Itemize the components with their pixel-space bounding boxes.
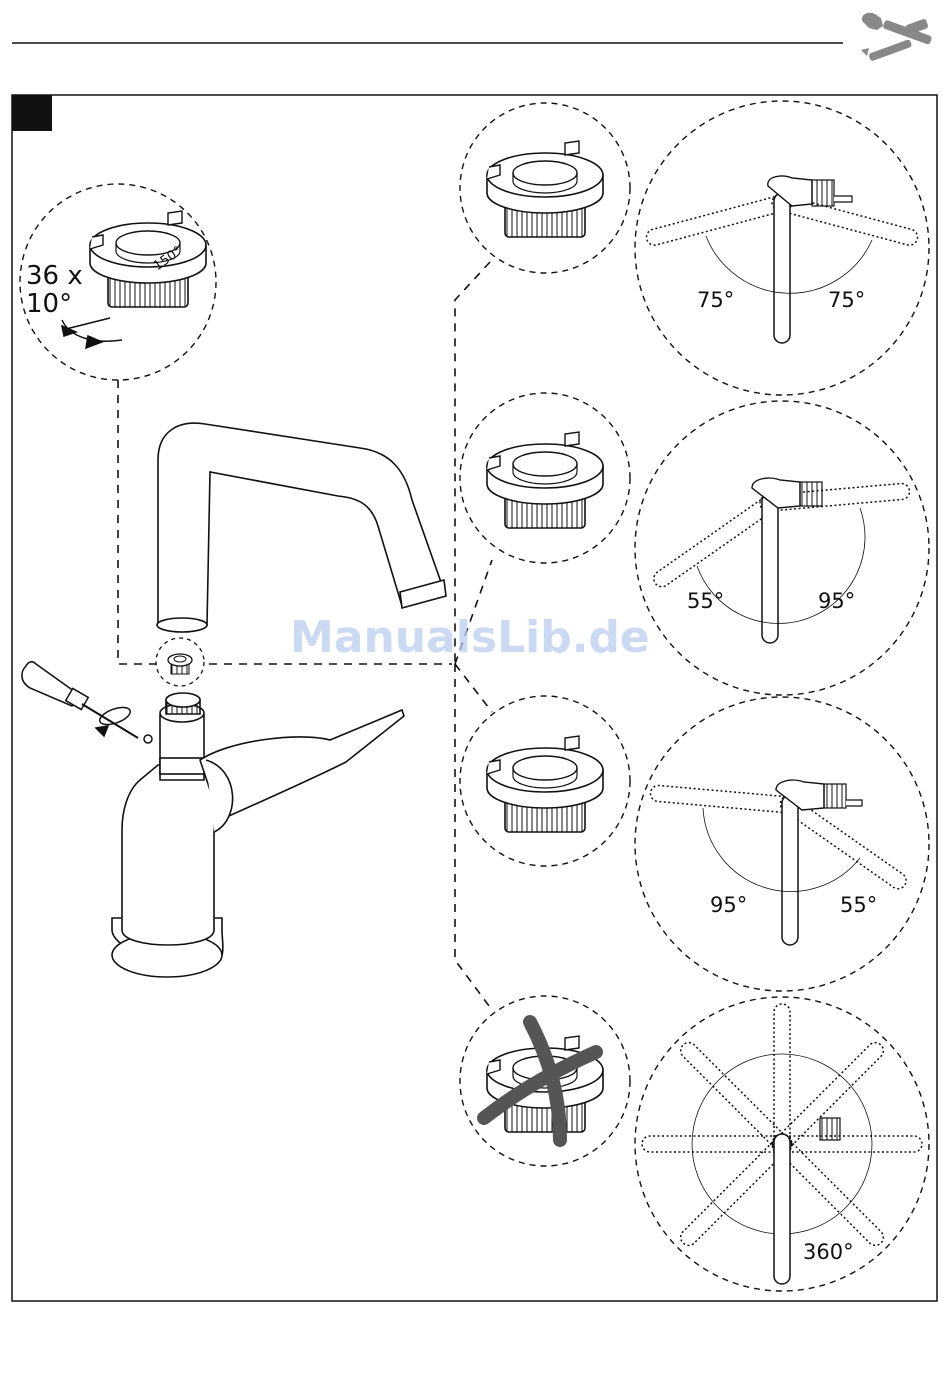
option3-right-angle: 55° [840, 893, 877, 917]
option1-left-angle: 75° [697, 288, 734, 312]
insert-small [156, 638, 204, 686]
step-marker [12, 95, 52, 131]
faucet-spout [157, 423, 446, 632]
faucet-body [112, 693, 404, 977]
screwdriver-icon [22, 662, 152, 743]
wrench-screwdriver-icon [861, 13, 932, 62]
option3-left-angle: 95° [710, 893, 747, 917]
ring-step-label: 10° [26, 289, 72, 319]
angle-circle-option2 [635, 401, 929, 695]
ring-count-label: 36 x [26, 261, 83, 291]
watermark: ManualsLib.de [290, 612, 650, 663]
option4-full-angle: 360° [803, 1240, 854, 1264]
option2-right-angle: 95° [818, 589, 855, 613]
option2-left-angle: 55° [687, 589, 724, 613]
option1-right-angle: 75° [828, 288, 865, 312]
